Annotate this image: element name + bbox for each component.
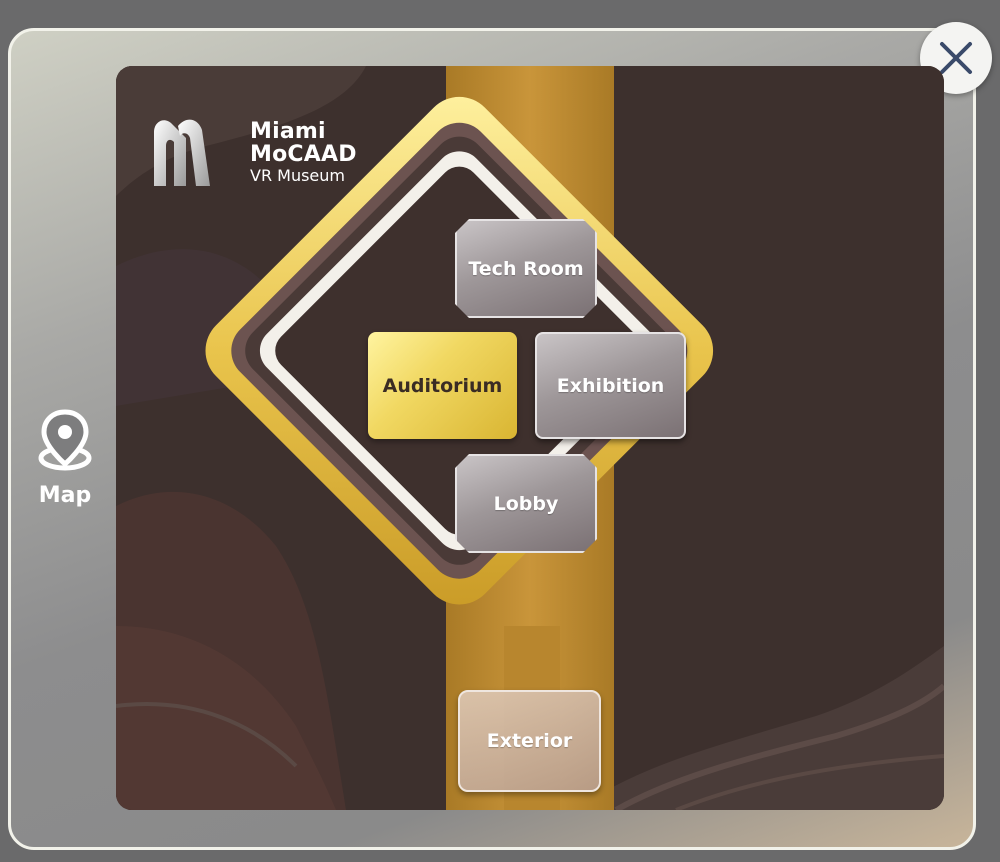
map-tab[interactable]: Map bbox=[28, 408, 102, 518]
location-pin-icon bbox=[38, 409, 92, 471]
room-lobby[interactable]: Lobby bbox=[455, 454, 597, 553]
logo-mark-icon bbox=[154, 119, 210, 186]
logo-title-line2: MoCAAD bbox=[250, 142, 357, 167]
map-tab-label: Map bbox=[38, 483, 92, 508]
room-tech-room[interactable]: Tech Room bbox=[455, 219, 597, 318]
room-exhibition[interactable]: Exhibition bbox=[535, 332, 686, 439]
logo-title-line1: Miami bbox=[250, 119, 326, 144]
close-icon bbox=[940, 42, 972, 74]
room-auditorium[interactable]: Auditorium bbox=[368, 332, 517, 439]
map-panel: Miami MoCAAD VR Museum Tech Room Auditor… bbox=[116, 66, 944, 810]
room-exterior[interactable]: Exterior bbox=[458, 690, 601, 792]
logo-subtitle: VR Museum bbox=[250, 166, 345, 185]
museum-logo: Miami MoCAAD VR Museum bbox=[152, 116, 382, 196]
